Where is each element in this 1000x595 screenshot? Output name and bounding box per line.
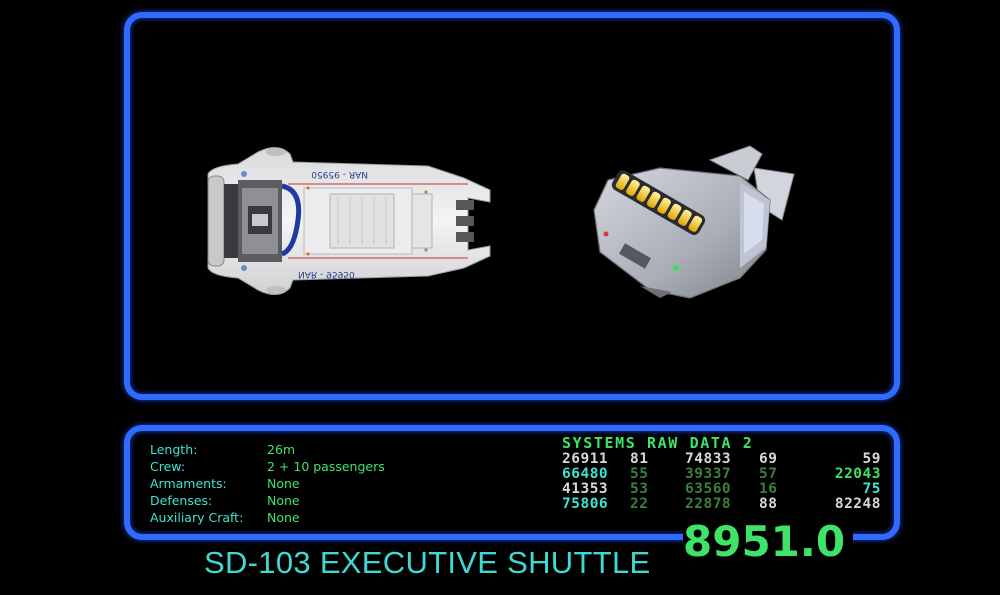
ship-class-title: SD-103 EXECUTIVE SHUTTLE <box>204 545 651 580</box>
spec-value: None <box>267 476 300 491</box>
systems-data-value: 69 <box>759 451 778 467</box>
systems-data-value: 26911 <box>562 451 609 467</box>
systems-data-row: 41353 53 63560 16 75 <box>562 482 881 497</box>
data-panel-frame <box>124 425 900 540</box>
spec-label: Crew: <box>150 459 186 474</box>
stardate-readout: 8951.0 <box>683 517 854 566</box>
hull-registry-bottom: NAR - 95950 <box>298 269 355 279</box>
systems-data-value: 39337 <box>685 466 732 482</box>
systems-data-value: 22 <box>630 496 649 512</box>
shuttle-rear-view-image <box>590 140 800 300</box>
hull-registry-top: NAR - 95950 <box>311 169 368 179</box>
systems-data-value: 57 <box>759 466 778 482</box>
systems-data-value: 55 <box>630 466 649 482</box>
systems-data-value: 16 <box>759 481 778 497</box>
spec-defenses: Defenses: None <box>150 492 385 509</box>
image-display-frame <box>124 12 900 400</box>
systems-data-value: 75 <box>862 481 881 497</box>
systems-data-value: 82248 <box>834 496 881 512</box>
spec-value: None <box>267 510 300 525</box>
spec-crew: Crew: 2 + 10 passengers <box>150 458 385 475</box>
systems-data-value: 66480 <box>562 466 609 482</box>
spec-label: Armaments: <box>150 476 227 491</box>
spec-label: Length: <box>150 442 198 457</box>
systems-data-value: 88 <box>759 496 778 512</box>
systems-data-row: 75806 22 22878 88 82248 <box>562 497 881 512</box>
systems-data-value: 75806 <box>562 496 609 512</box>
specifications-list: Length: 26m Crew: 2 + 10 passengers Arma… <box>150 441 385 526</box>
spec-auxiliary-craft: Auxiliary Craft: None <box>150 509 385 526</box>
systems-data-value: 53 <box>630 481 649 497</box>
systems-data-value: 22878 <box>685 496 732 512</box>
systems-title: SYSTEMS RAW DATA 2 <box>562 434 754 452</box>
systems-data-row: 66480 55 39337 57 22043 <box>562 467 881 482</box>
spec-value: 2 + 10 passengers <box>267 459 385 474</box>
spec-value: None <box>267 493 300 508</box>
systems-data-value: 41353 <box>562 481 609 497</box>
systems-data-value: 22043 <box>834 466 881 482</box>
systems-data-value: 74833 <box>685 451 732 467</box>
spec-label: Defenses: <box>150 493 213 508</box>
shuttle-top-view-image: NAR - 95950 NAR - 95950 <box>198 142 498 302</box>
systems-data-value: 59 <box>862 451 881 467</box>
spec-value: 26m <box>267 442 296 457</box>
spec-armaments: Armaments: None <box>150 475 385 492</box>
spec-length: Length: 26m <box>150 441 385 458</box>
systems-data-row: 26911 81 74833 69 59 <box>562 452 881 467</box>
spec-label: Auxiliary Craft: <box>150 510 244 525</box>
systems-data-value: 81 <box>630 451 649 467</box>
systems-data-value: 63560 <box>685 481 732 497</box>
